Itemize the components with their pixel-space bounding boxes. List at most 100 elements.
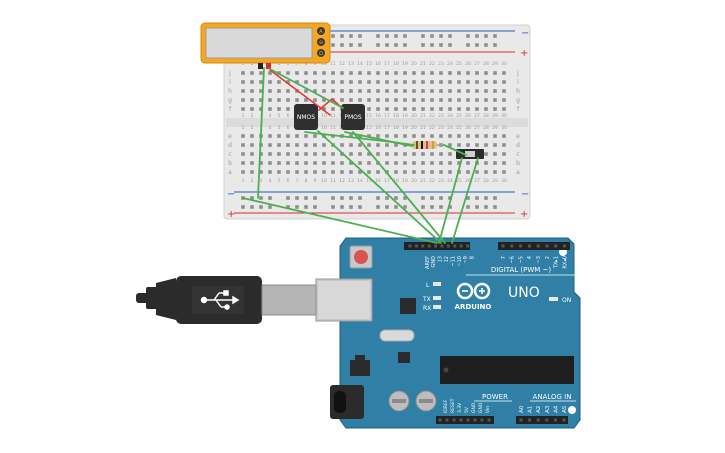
breadboard-hole[interactable] <box>367 98 371 102</box>
breadboard-hole[interactable] <box>340 161 344 165</box>
pmos-transistor[interactable]: PMOS <box>341 104 365 130</box>
rail-hole[interactable] <box>439 34 443 38</box>
rail-hole[interactable] <box>268 196 272 200</box>
breadboard-hole[interactable] <box>331 80 335 84</box>
breadboard-hole[interactable] <box>358 71 362 75</box>
header-pin[interactable] <box>452 418 456 422</box>
header-pin[interactable] <box>440 244 444 248</box>
breadboard-hole[interactable] <box>457 161 461 165</box>
breadboard-hole[interactable] <box>385 143 389 147</box>
rail-hole[interactable] <box>349 43 353 47</box>
rail-hole[interactable] <box>403 205 407 209</box>
breadboard-hole[interactable] <box>421 107 425 111</box>
header-pin[interactable] <box>438 418 442 422</box>
header-pin[interactable] <box>553 418 557 422</box>
breadboard-hole[interactable] <box>286 107 290 111</box>
breadboard-hole[interactable] <box>340 98 344 102</box>
breadboard-hole[interactable] <box>250 152 254 156</box>
rail-hole[interactable] <box>295 196 299 200</box>
breadboard-hole[interactable] <box>259 161 263 165</box>
breadboard-hole[interactable] <box>313 98 317 102</box>
breadboard-hole[interactable] <box>313 170 317 174</box>
breadboard-hole[interactable] <box>286 98 290 102</box>
breadboard-hole[interactable] <box>412 170 416 174</box>
breadboard-hole[interactable] <box>430 80 434 84</box>
breadboard-hole[interactable] <box>286 143 290 147</box>
breadboard-hole[interactable] <box>421 98 425 102</box>
breadboard-hole[interactable] <box>430 134 434 138</box>
breadboard-hole[interactable] <box>277 161 281 165</box>
resistor-body[interactable] <box>412 141 437 149</box>
rail-hole[interactable] <box>475 205 479 209</box>
breadboard-hole[interactable] <box>376 98 380 102</box>
rail-hole[interactable] <box>349 205 353 209</box>
breadboard-hole[interactable] <box>367 80 371 84</box>
breadboard-hole[interactable] <box>295 152 299 156</box>
header-pin[interactable] <box>527 244 531 248</box>
breadboard-hole[interactable] <box>367 89 371 93</box>
breadboard-hole[interactable] <box>340 71 344 75</box>
rail-hole[interactable] <box>250 205 254 209</box>
rail-hole[interactable] <box>358 34 362 38</box>
breadboard-hole[interactable] <box>313 152 317 156</box>
header-pin[interactable] <box>501 244 505 248</box>
breadboard-hole[interactable] <box>259 152 263 156</box>
breadboard-hole[interactable] <box>241 71 245 75</box>
breadboard-hole[interactable] <box>394 89 398 93</box>
header-pin[interactable] <box>554 244 558 248</box>
rail-hole[interactable] <box>376 196 380 200</box>
breadboard-hole[interactable] <box>313 134 317 138</box>
header-pin[interactable] <box>453 244 457 248</box>
rail-hole[interactable] <box>448 43 452 47</box>
rail-hole[interactable] <box>493 34 497 38</box>
rail-hole[interactable] <box>313 205 317 209</box>
header-pin[interactable] <box>545 418 549 422</box>
breadboard-hole[interactable] <box>475 107 479 111</box>
rail-hole[interactable] <box>304 205 308 209</box>
rail-hole[interactable] <box>358 43 362 47</box>
rail-hole[interactable] <box>466 196 470 200</box>
breadboard-hole[interactable] <box>412 80 416 84</box>
rail-hole[interactable] <box>421 34 425 38</box>
breadboard-hole[interactable] <box>349 134 353 138</box>
breadboard-hole[interactable] <box>367 71 371 75</box>
breadboard-hole[interactable] <box>403 161 407 165</box>
breadboard-hole[interactable] <box>286 161 290 165</box>
breadboard-hole[interactable] <box>439 89 443 93</box>
breadboard-hole[interactable] <box>286 89 290 93</box>
rail-hole[interactable] <box>394 196 398 200</box>
breadboard-hole[interactable] <box>484 89 488 93</box>
breadboard-hole[interactable] <box>268 161 272 165</box>
breadboard-hole[interactable] <box>430 98 434 102</box>
breadboard-hole[interactable] <box>313 161 317 165</box>
breadboard-hole[interactable] <box>340 80 344 84</box>
wire-green-rail-to-gnd[interactable] <box>242 197 438 244</box>
breadboard-hole[interactable] <box>493 143 497 147</box>
breadboard-hole[interactable] <box>484 71 488 75</box>
breadboard-hole[interactable] <box>241 107 245 111</box>
breadboard-hole[interactable] <box>439 80 443 84</box>
breadboard-hole[interactable] <box>241 161 245 165</box>
header-pin[interactable] <box>434 244 438 248</box>
breadboard-hole[interactable] <box>358 170 362 174</box>
rail-hole[interactable] <box>340 196 344 200</box>
rail-hole[interactable] <box>385 43 389 47</box>
breadboard-hole[interactable] <box>304 161 308 165</box>
breadboard-hole[interactable] <box>502 143 506 147</box>
breadboard-hole[interactable] <box>493 134 497 138</box>
slide-switch-knob[interactable] <box>465 151 475 157</box>
breadboard-hole[interactable] <box>394 134 398 138</box>
breadboard-hole[interactable] <box>484 152 488 156</box>
nmos-transistor[interactable]: NMOS <box>294 104 318 130</box>
terminal-com-jack[interactable] <box>317 38 325 46</box>
breadboard-hole[interactable] <box>277 143 281 147</box>
breadboard-hole[interactable] <box>313 143 317 147</box>
breadboard-hole[interactable] <box>493 170 497 174</box>
breadboard-hole[interactable] <box>502 98 506 102</box>
breadboard-hole[interactable] <box>385 89 389 93</box>
breadboard-hole[interactable] <box>304 80 308 84</box>
pmos-body[interactable] <box>341 104 365 130</box>
breadboard-hole[interactable] <box>376 152 380 156</box>
rail-hole[interactable] <box>358 196 362 200</box>
breadboard-hole[interactable] <box>403 98 407 102</box>
